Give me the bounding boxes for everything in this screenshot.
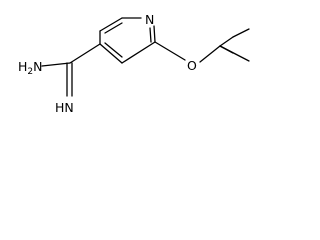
imine-label: HN	[55, 100, 74, 115]
bond-ch-methyl-3	[219, 36, 234, 47]
bond-c2-o	[154, 41, 186, 61]
bond-o-ch	[199, 45, 221, 63]
isopropoxy-group	[154, 28, 250, 63]
ether-oxygen-label: O	[187, 58, 197, 73]
amine-n-label: N	[33, 59, 42, 74]
amine-label: H2N	[18, 59, 43, 77]
molecule-structure-diagram: H2N HN N O	[18, 12, 250, 115]
amine-subscript-label: 2	[27, 67, 33, 77]
bond-ch-methyl-4	[232, 28, 250, 38]
pyridine-ring	[99, 17, 156, 64]
bond-c5-c6	[99, 17, 123, 32]
bond-n1-c2	[153, 25, 156, 43]
bond-c3-c4-double	[104, 42, 123, 58]
amine-h-label: H	[18, 59, 27, 74]
bond-c2-c3	[121, 41, 156, 64]
amidine-group	[41, 43, 101, 97]
bond-c4-amidine	[69, 43, 101, 64]
bond-c3-c4	[99, 43, 123, 64]
bond-ch-methyl-2	[219, 45, 250, 62]
ring-nitrogen-label: N	[145, 12, 154, 27]
bond-c5-c6-double	[104, 22, 123, 34]
bond-amidine-nh2	[41, 62, 71, 67]
bond-n1-c2-double	[149, 27, 152, 43]
